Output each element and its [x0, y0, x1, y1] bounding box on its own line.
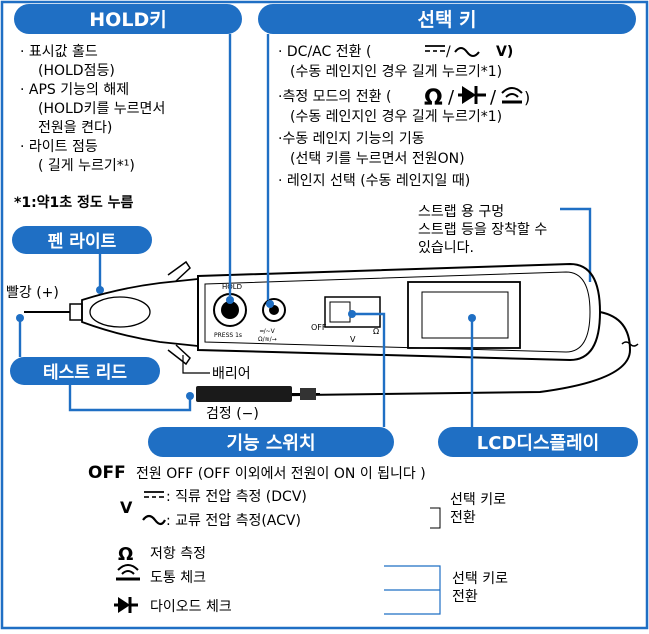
svg-text:OFF: OFF: [88, 463, 126, 483]
black-lead-leader: [68, 385, 192, 412]
svg-text:기능 스위치: 기능 스위치: [226, 433, 315, 454]
svg-text:스트랩 등을 장착할 수: 스트랩 등을 장착할 수: [418, 222, 547, 238]
svg-text:(수동 레인지인 경우 길게 누르기*1): (수동 레인지인 경우 길게 누르기*1): [290, 109, 502, 125]
svg-text:·측정 모드의 전환 (: ·측정 모드의 전환 (: [278, 89, 391, 105]
hold-key-description: · 표시값 홀드 (HOLD점등) · APS 기능의 해제 (HOLD키를 누…: [20, 44, 165, 174]
svg-text:있습니다.: 있습니다.: [418, 240, 474, 256]
svg-text:/: /: [446, 44, 451, 60]
svg-text:·수동 레인지 기능의 기동: ·수동 레인지 기능의 기동: [278, 131, 425, 147]
svg-text:· APS 기능의 해제: · APS 기능의 해제: [20, 82, 129, 98]
svg-text:스트랩 용 구멍: 스트랩 용 구멍: [418, 204, 504, 220]
strap-leader: [560, 207, 592, 282]
pen-light-dot: [96, 286, 104, 294]
svg-text:(선택 키를 누르면서 전원ON): (선택 키를 누르면서 전원ON): [290, 151, 465, 167]
svg-text:V: V: [120, 498, 133, 517]
svg-text:: 직류 전압 측정 (DCV): : 직류 전압 측정 (DCV): [166, 489, 307, 505]
svg-text:HOLD키: HOLD키: [89, 9, 166, 31]
svg-text:: 교류 전압 측정(ACV): : 교류 전압 측정(ACV): [166, 513, 301, 529]
continuity-icon: [501, 87, 523, 104]
svg-text:· DC/AC 전환 (: · DC/AC 전환 (: [278, 44, 371, 60]
strap-hole-description: 스트랩 용 구멍 스트랩 등을 장착할 수 있습니다.: [418, 204, 547, 256]
svg-text:전원 OFF (OFF 이외에서 전원이 ON 이 됩니다: 전원 OFF (OFF 이외에서 전원이 ON 이 됩니다 ): [136, 466, 426, 482]
barrier-leader: [182, 355, 210, 374]
svg-text:저항 측정: 저항 측정: [150, 546, 206, 562]
svg-text:): ): [524, 88, 530, 107]
footnote: *1:약1초 정도 누름: [14, 194, 134, 211]
svg-text:도통 체크: 도통 체크: [150, 570, 206, 586]
dc-symbol-icon: [425, 45, 445, 52]
ohm-icon: Ω: [424, 86, 443, 111]
svg-text:(수동 레인지인 경우 길게 누르기*1): (수동 레인지인 경우 길게 누르기*1): [290, 64, 502, 80]
svg-text:/: /: [448, 87, 455, 108]
test-lead-header: 테스트 리드: [10, 357, 160, 385]
svg-text:(HOLD키를 누르면서: (HOLD키를 누르면서: [38, 101, 165, 117]
svg-text:PRESS 1s: PRESS 1s: [214, 332, 242, 339]
lcd-header: LCD디스플레이: [438, 427, 638, 457]
select-key-description: · DC/AC 전환 ( / V) (수동 레인지인 경우 길게 누르기*1) …: [278, 44, 530, 189]
pen-light-header: 펜 라이트: [12, 226, 152, 254]
svg-text:Ω: Ω: [118, 544, 133, 565]
svg-text:선택 키: 선택 키: [417, 9, 476, 31]
mode-legend: OFF 전원 OFF (OFF 이외에서 전원이 ON 이 됩니다 ) V : …: [88, 463, 508, 615]
svg-text:HOLD: HOLD: [222, 283, 242, 291]
cable: [219, 311, 632, 397]
cable-wave: [621, 341, 639, 347]
diode-icon: [114, 597, 138, 613]
svg-text:V): V): [496, 44, 513, 60]
svg-text:LCD디스플레이: LCD디스플레이: [477, 433, 599, 454]
svg-text:· 레인지 선택 (수동 레인지일 때): · 레인지 선택 (수동 레인지일 때): [278, 173, 470, 189]
svg-text:테스트 리드: 테스트 리드: [43, 363, 127, 383]
diode-icon: [458, 86, 486, 104]
svg-text:Ω/≋/→: Ω/≋/→: [258, 336, 277, 343]
barrier-label: 배리어: [212, 366, 251, 382]
dc-symbol-icon: [144, 491, 164, 498]
svg-text:다이오드 체크: 다이오드 체크: [150, 599, 232, 615]
svg-text:Ω: Ω: [373, 327, 379, 336]
svg-text:· 표시값 홀드: · 표시값 홀드: [20, 44, 98, 60]
svg-text:펜 라이트: 펜 라이트: [48, 232, 117, 252]
svg-text:전원을 켠다): 전원을 켠다): [38, 120, 112, 136]
hold-key-header: HOLD키: [14, 4, 242, 34]
svg-text:(HOLD점등): (HOLD점등): [38, 63, 115, 79]
black-probe-label: 검정 (−): [206, 406, 259, 422]
function-switch-header: 기능 스위치: [148, 427, 394, 457]
svg-text:OFF: OFF: [311, 323, 327, 332]
function-switch-leader: [354, 312, 386, 427]
ac-symbol-icon: [142, 514, 166, 526]
svg-text:V: V: [350, 335, 356, 344]
svg-text:선택 키로: 선택 키로: [452, 571, 508, 587]
svg-text:선택 키로: 선택 키로: [450, 492, 506, 508]
svg-text:전환: 전환: [452, 589, 478, 605]
tester-body: HOLD PRESS 1s ═/~V Ω/≋/→ OFF V Ω: [24, 260, 602, 366]
continuity-icon: [116, 564, 140, 581]
svg-text:( 길게 누르기*¹): ( 길게 누르기*¹): [38, 158, 135, 174]
svg-text:· 라이트 점등: · 라이트 점등: [20, 139, 98, 155]
svg-text:/: /: [490, 87, 497, 108]
select-key-header: 선택 키: [258, 4, 636, 34]
black-probe: [196, 386, 292, 402]
svg-text:═/~V: ═/~V: [259, 328, 276, 335]
red-probe-label: 빨강 (+): [6, 285, 59, 301]
svg-text:전환: 전환: [450, 510, 476, 526]
ac-symbol-icon: [454, 47, 480, 57]
